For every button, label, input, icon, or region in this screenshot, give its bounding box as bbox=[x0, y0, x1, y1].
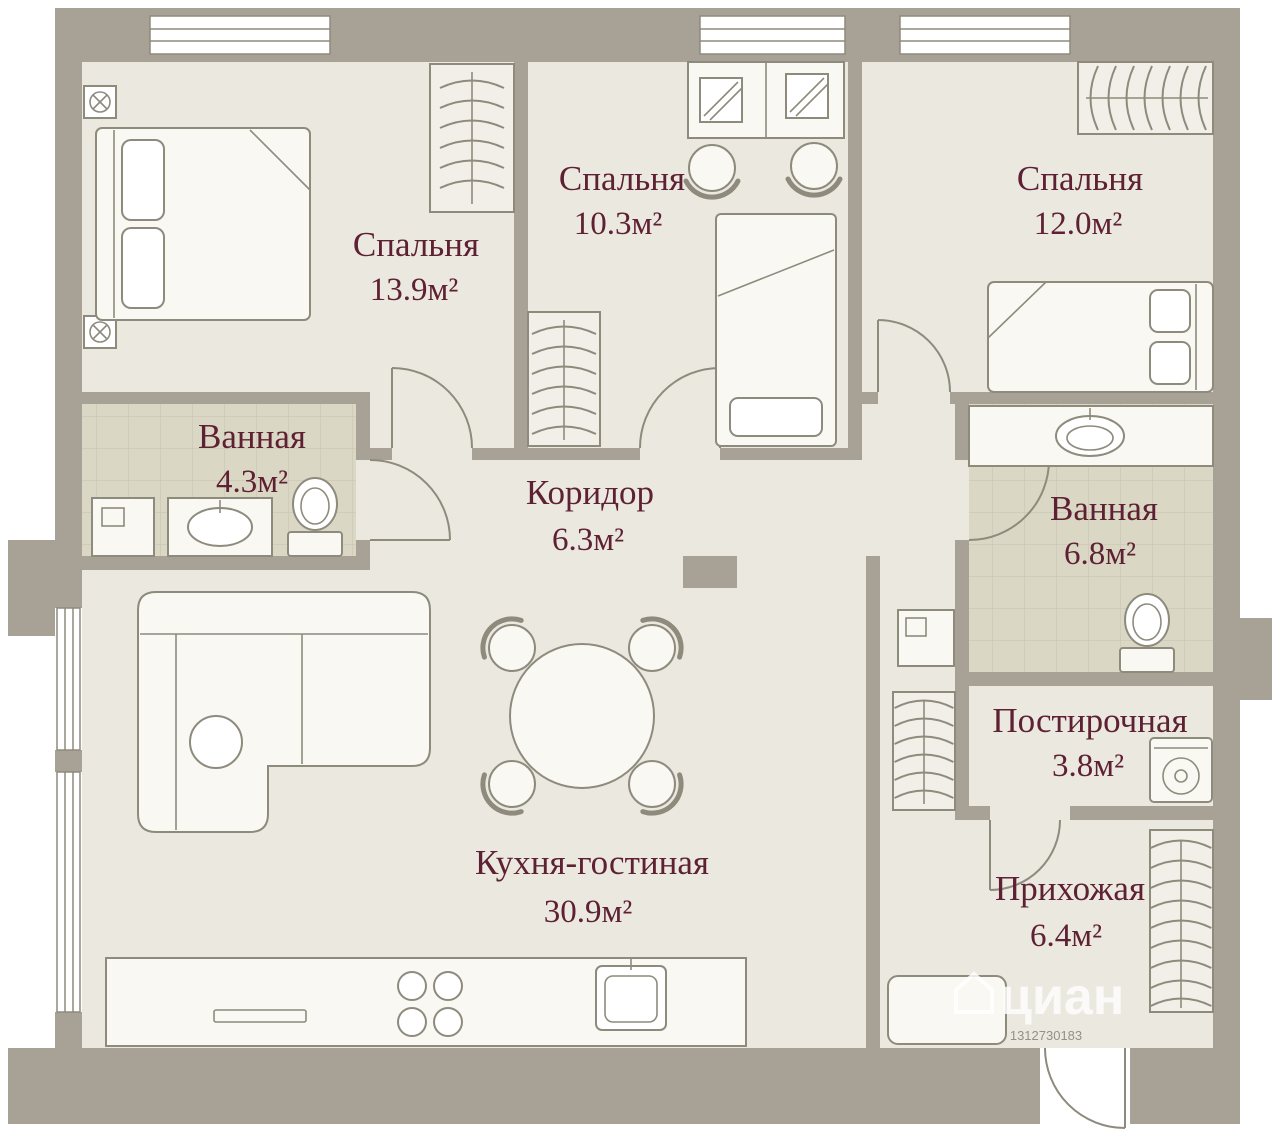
doors bbox=[369, 319, 1126, 1129]
room-area-bedroom-1: 13.9м² bbox=[370, 272, 459, 308]
cian-house-icon bbox=[954, 971, 994, 1014]
door-laundry bbox=[989, 819, 1061, 891]
corner-sofa-icon bbox=[137, 591, 431, 833]
doormat bbox=[887, 975, 1007, 1045]
sink-icon bbox=[167, 497, 273, 557]
room-label-bedroom-3: Спальня bbox=[1017, 159, 1143, 198]
single-bed-icon bbox=[715, 213, 837, 447]
desk-icon bbox=[687, 61, 845, 139]
window-bedroom-1 bbox=[149, 15, 331, 55]
kitchen-counter-icon bbox=[105, 957, 747, 1047]
room-label-hallway: Прихожая bbox=[995, 869, 1145, 908]
room-area-bedroom-2: 10.3м² bbox=[574, 206, 663, 242]
chair-icon bbox=[788, 143, 840, 195]
room-label-bathroom-1: Ванная bbox=[198, 417, 306, 456]
chair-icon bbox=[686, 145, 738, 197]
room-bedroom-3 bbox=[987, 61, 1214, 393]
room-area-bathroom-2: 6.8м² bbox=[1064, 536, 1136, 572]
room-label-bedroom-1: Спальня bbox=[353, 225, 479, 264]
room-area-laundry: 3.8м² bbox=[1052, 748, 1124, 784]
toilet-icon bbox=[1119, 593, 1175, 673]
washing-machine-icon bbox=[1149, 737, 1213, 803]
room-bedroom-1 bbox=[83, 63, 515, 349]
double-bed-icon bbox=[987, 281, 1214, 393]
room-label-corridor: Коридор bbox=[526, 473, 654, 512]
watermark-id: 1312730183 bbox=[1010, 1028, 1082, 1043]
wardrobe-icon bbox=[429, 63, 515, 213]
room-label-laundry: Постирочная bbox=[992, 701, 1187, 740]
door-bathroom-1 bbox=[369, 459, 451, 541]
room-label-kitchen-living: Кухня-гостиная bbox=[475, 843, 709, 882]
room-labels: Спальня 13.9м² Спальня 10.3м² Спальня 12… bbox=[198, 159, 1188, 954]
watermark-logo: циан bbox=[1000, 968, 1124, 1026]
room-bedroom-2 bbox=[527, 61, 845, 447]
window-bedroom-2 bbox=[699, 15, 846, 55]
windows bbox=[56, 15, 1130, 1124]
window-living-lower bbox=[56, 771, 81, 1013]
washing-machine-icon bbox=[91, 497, 155, 557]
window-living-upper bbox=[56, 607, 81, 751]
room-label-bathroom-2: Ванная bbox=[1050, 489, 1158, 528]
room-label-bedroom-2: Спальня bbox=[559, 159, 685, 198]
room-area-bathroom-1: 4.3м² bbox=[216, 464, 288, 500]
room-laundry bbox=[1149, 737, 1213, 803]
wardrobe-icon bbox=[1077, 61, 1214, 135]
wardrobe-icon bbox=[1149, 829, 1214, 1013]
utility-panel bbox=[683, 556, 737, 588]
room-hallway bbox=[887, 829, 1214, 1045]
room-area-hallway: 6.4м² bbox=[1030, 918, 1102, 954]
door-bedroom-1 bbox=[391, 367, 473, 449]
sink-icon bbox=[968, 405, 1214, 467]
wall-vent-icon bbox=[83, 315, 117, 349]
door-entry bbox=[1044, 1047, 1126, 1129]
watermark: циан 1312730183 bbox=[954, 968, 1124, 1043]
door-bedroom-3 bbox=[877, 319, 951, 393]
toilet-icon bbox=[287, 477, 343, 557]
room-area-corridor: 6.3м² bbox=[552, 522, 624, 558]
room-bathroom-1 bbox=[91, 477, 343, 557]
corridor-nook bbox=[892, 609, 956, 811]
wardrobe-icon bbox=[527, 311, 601, 447]
room-bathroom-2 bbox=[968, 405, 1214, 673]
double-bed-icon bbox=[95, 127, 311, 321]
dining-table-icon bbox=[509, 643, 655, 789]
room-area-bedroom-3: 12.0м² bbox=[1034, 206, 1123, 242]
room-area-kitchen-living: 30.9м² bbox=[544, 894, 633, 930]
wall-vent-icon bbox=[83, 85, 117, 119]
room-kitchen-living bbox=[105, 591, 747, 1047]
window-bedroom-3 bbox=[899, 15, 1071, 55]
cabinet-icon bbox=[897, 609, 955, 667]
wardrobe-icon bbox=[892, 691, 956, 811]
